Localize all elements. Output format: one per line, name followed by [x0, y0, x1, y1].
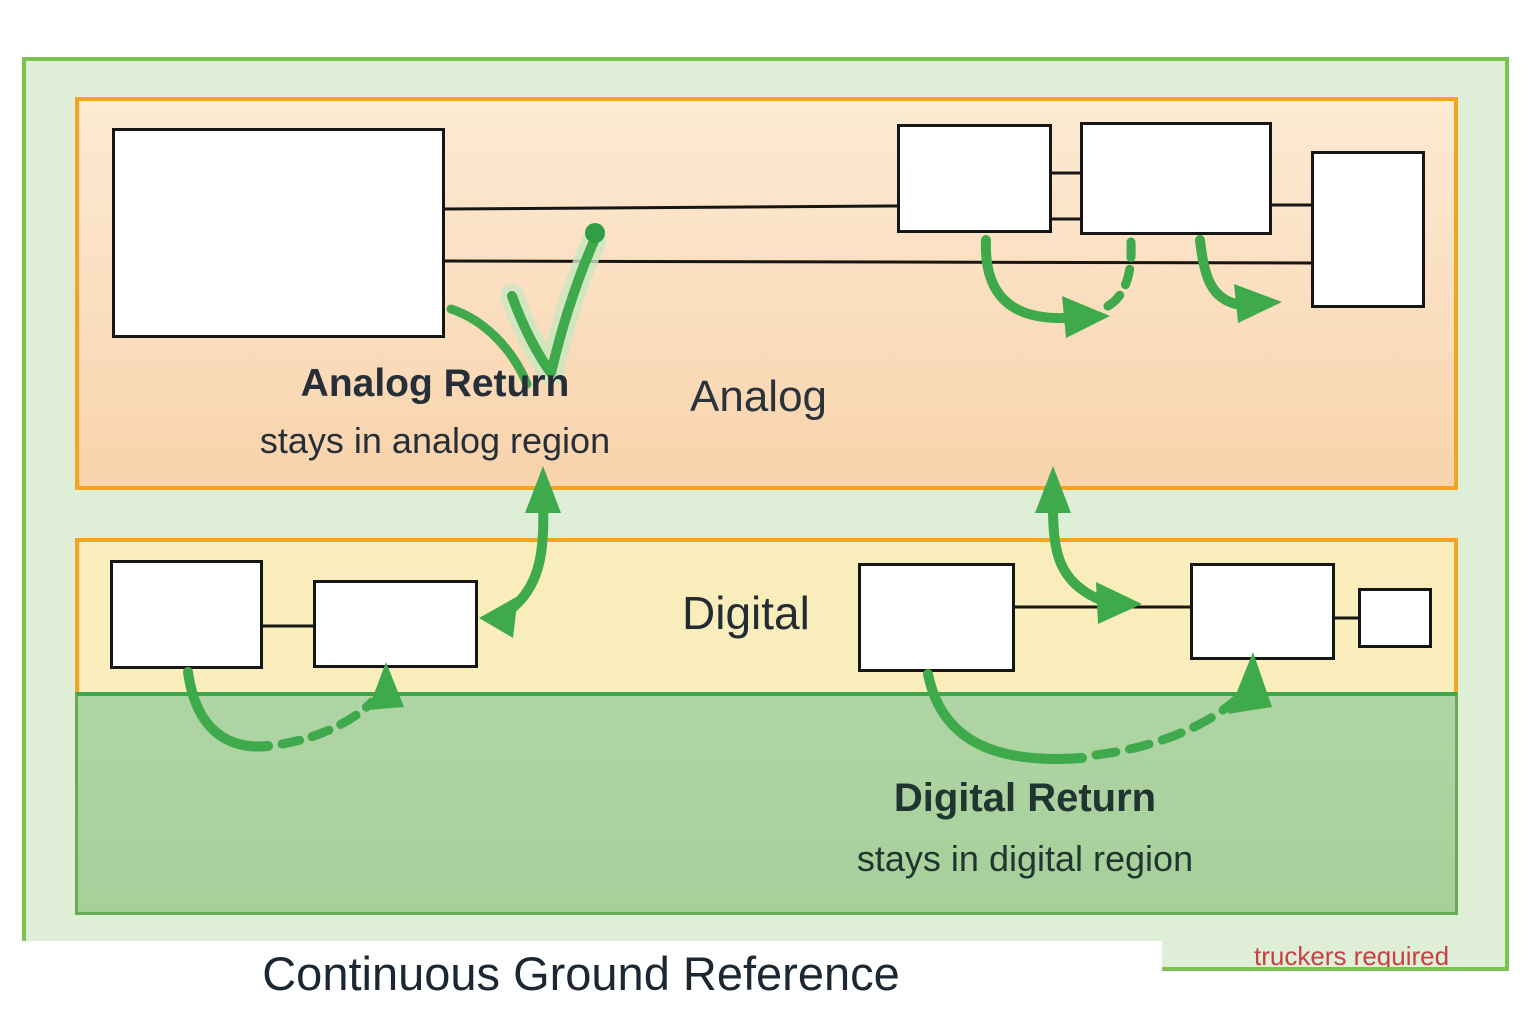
analog-region-label: Analog: [690, 372, 828, 421]
digital-return-title: Digital Return: [893, 776, 1157, 820]
watermark-text: truckers required: [1254, 941, 1450, 971]
digital-region-label: Digital: [682, 587, 810, 639]
analog-return-title: Analog Return: [300, 362, 570, 405]
analog-component-box-3: [1311, 151, 1425, 308]
diagram-caption: Continuous Ground Reference: [262, 947, 900, 1000]
analog-main-component-box: [112, 128, 445, 338]
analog-component-box-1: [897, 124, 1052, 233]
caption-backdrop: [0, 941, 1162, 1024]
digital-ground-band: [75, 692, 1458, 915]
analog-component-box-2: [1080, 122, 1272, 235]
digital-component-box-3: [858, 563, 1015, 672]
analog-return-subtitle: stays in analog region: [259, 420, 611, 461]
digital-component-box-4: [1190, 563, 1335, 660]
digital-component-box-1: [110, 560, 263, 669]
digital-component-box-2: [313, 580, 478, 668]
digital-return-subtitle: stays in digital region: [856, 838, 1194, 879]
digital-component-box-5: [1358, 588, 1432, 648]
